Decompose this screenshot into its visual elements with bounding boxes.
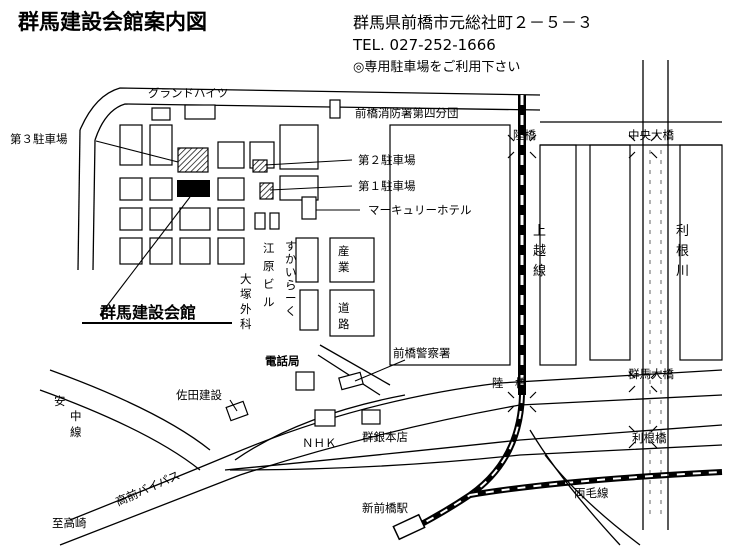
label-maebashi-police: 前橋警察署 — [393, 346, 451, 360]
label-tone-river-1: 利 — [676, 224, 689, 239]
label-annaka-line-3: 線 — [70, 425, 82, 439]
label-ebara-4: ル — [263, 295, 275, 309]
tone-river — [642, 60, 669, 530]
label-shin-maebashi-station: 新前橋駅 — [362, 501, 408, 515]
mercure-box — [301, 196, 317, 220]
label-otsuka-2: 塚 — [240, 287, 252, 301]
label-fire-station: 前橋消防署第四分団 — [355, 106, 459, 120]
label-chuo-ohashi: 中央大橋 — [628, 128, 674, 142]
leader-lines — [82, 140, 406, 412]
label-sangyo-road-1: 産 — [338, 244, 350, 258]
label-tone-bashi: 利根橋 — [632, 431, 667, 445]
label-sukaira-6: く — [285, 304, 297, 318]
main-roads — [39, 344, 723, 546]
telephone: TEL. 027-252-1666 — [352, 36, 496, 54]
label-sukaira-3: い — [285, 265, 297, 279]
label-ebara-3: ビ — [263, 277, 275, 291]
label-ebara-2: 原 — [263, 259, 275, 273]
address: 群馬県前橋市元総社町２－５－３ — [353, 13, 593, 32]
denwakyoku-box — [295, 371, 315, 391]
parking-lot-2 — [252, 159, 268, 173]
label-annaka-line-2: 中 — [70, 409, 82, 423]
label-mercure-hotel: マーキュリーホテル — [368, 203, 472, 217]
label-sangyo-road-4: 路 — [338, 317, 350, 331]
label-parking-1: 第１駐車場 — [358, 179, 416, 193]
label-sukaira-4: ら — [285, 278, 297, 292]
label-sangyo-road-3: 道 — [338, 301, 350, 315]
rikkyo-road-top — [540, 121, 722, 146]
label-joetsu-line-3: 線 — [533, 263, 546, 279]
city-blocks — [119, 99, 723, 366]
label-parking-2: 第２駐車場 — [358, 153, 416, 167]
road-network — [77, 87, 541, 271]
label-parking-3: 第３駐車場 — [10, 132, 68, 146]
label-grand-heights: グランドハイツ — [148, 86, 228, 100]
map-title: 群馬建設会館案内図 — [18, 10, 207, 34]
label-sata-kensetsu: 佐田建設 — [176, 388, 222, 402]
label-nhk: ＮＨＫ — [302, 436, 337, 450]
nhk-box — [314, 409, 336, 427]
parking-note: ◎専用駐車場をご利用下さい — [353, 59, 520, 75]
label-tone-river-3: 川 — [676, 264, 689, 279]
ryomo-railway — [469, 469, 723, 498]
gungin-box — [361, 409, 381, 425]
otsuka-box — [269, 212, 280, 230]
label-sukaira-1: す — [285, 239, 297, 253]
label-sukaira-2: か — [285, 252, 297, 266]
crossing-markers — [507, 134, 658, 449]
label-tone-river-2: 根 — [676, 244, 689, 259]
label-otsuka-1: 大 — [240, 272, 252, 286]
label-building-name: 群馬建設会館 — [100, 303, 196, 322]
label-annaka-line-1: 安 — [54, 394, 66, 408]
label-rikkyo-bottom: 陸 橋 — [492, 376, 527, 390]
label-sangyo-road-2: 業 — [338, 260, 350, 274]
shin-maebashi-station — [392, 513, 426, 541]
label-to-takasaki: 至高崎 — [52, 516, 87, 530]
label-otsuka-3: 外 — [240, 302, 252, 316]
label-bypass: 高前バイパス — [114, 468, 183, 509]
label-ebara-1: 江 — [263, 241, 275, 255]
label-ryomo-line: 両毛線 — [574, 486, 609, 500]
label-denwakyoku: 電話局 — [265, 354, 300, 368]
parking-lot-1 — [259, 182, 274, 200]
label-rikkyo-top: 陸橋 — [513, 128, 536, 142]
label-otsuka-4: 科 — [240, 317, 252, 331]
gunma-kensetsu-kaikan-building — [177, 180, 210, 197]
label-gunma-ohashi: 群馬大橋 — [628, 367, 674, 381]
police-box — [338, 371, 364, 391]
label-sukaira-5: ー — [285, 291, 297, 305]
parking-lot-3 — [177, 147, 209, 173]
label-gungin-honten: 群銀本店 — [362, 430, 408, 444]
ebara-building-box — [254, 212, 266, 230]
label-joetsu-line-2: 越 — [533, 244, 546, 259]
label-joetsu-line-1: 上 — [533, 224, 546, 239]
